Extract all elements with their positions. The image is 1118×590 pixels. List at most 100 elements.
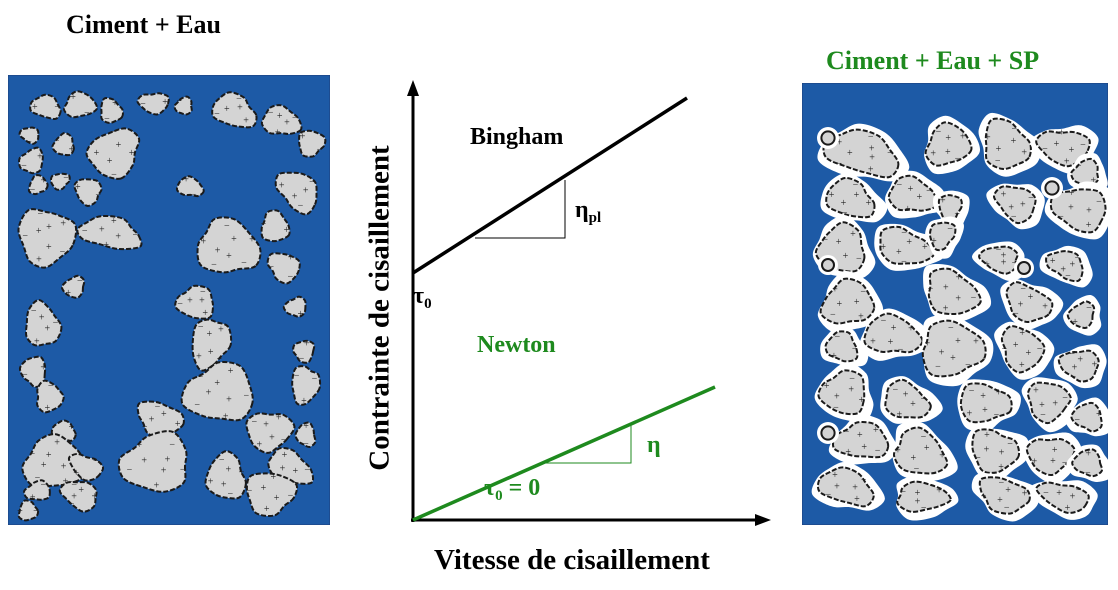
- positive-charge-mark: +: [301, 396, 307, 407]
- positive-charge-mark: +: [895, 446, 901, 457]
- negative-charge-mark: −: [22, 369, 28, 380]
- positive-charge-mark: +: [275, 128, 281, 139]
- positive-charge-mark: +: [903, 390, 909, 401]
- positive-charge-mark: +: [282, 450, 288, 461]
- cement-particle: [924, 121, 973, 167]
- positive-charge-mark: +: [1042, 302, 1048, 313]
- bingham-plastic-viscosity-label: ηpl: [575, 197, 601, 227]
- positive-charge-mark: +: [841, 198, 847, 209]
- positive-charge-mark: +: [226, 395, 232, 406]
- negative-charge-mark: −: [1096, 197, 1102, 208]
- positive-charge-mark: +: [1001, 190, 1007, 201]
- negative-charge-mark: −: [948, 323, 954, 334]
- negative-charge-mark: −: [26, 136, 32, 147]
- cement-particle: [884, 378, 932, 419]
- positive-charge-mark: +: [112, 98, 118, 109]
- positive-charge-mark: +: [69, 422, 75, 433]
- negative-charge-mark: −: [169, 440, 175, 451]
- positive-charge-mark: +: [943, 303, 949, 314]
- negative-charge-mark: −: [896, 180, 902, 191]
- cement-particle: [27, 174, 49, 196]
- positive-charge-mark: +: [264, 504, 270, 515]
- negative-charge-mark: −: [995, 156, 1001, 167]
- positive-charge-mark: +: [54, 437, 60, 448]
- positive-charge-mark: +: [850, 229, 856, 240]
- positive-charge-mark: +: [1031, 456, 1037, 467]
- negative-charge-mark: −: [77, 276, 83, 287]
- cement-particle: [21, 433, 87, 489]
- negative-charge-mark: −: [194, 400, 200, 411]
- negative-charge-mark: −: [1069, 349, 1075, 360]
- positive-charge-mark: +: [984, 445, 990, 456]
- negative-charge-mark: −: [833, 403, 839, 414]
- negative-charge-mark: −: [53, 318, 59, 329]
- cement-particle: [1035, 481, 1090, 514]
- positive-charge-mark: +: [973, 337, 979, 348]
- negative-charge-mark: −: [132, 230, 138, 241]
- bingham-label: Bingham: [470, 124, 564, 150]
- negative-charge-mark: −: [1028, 193, 1034, 204]
- cement-particle: [76, 214, 143, 251]
- cement-particle: [817, 369, 866, 416]
- negative-charge-mark: −: [261, 219, 267, 230]
- negative-charge-mark: −: [93, 456, 99, 467]
- y-axis-label: Contrainte de cisaillement: [363, 145, 396, 471]
- positive-charge-mark: +: [960, 131, 966, 142]
- positive-charge-mark: +: [1058, 128, 1064, 139]
- cement-particle: [820, 130, 836, 146]
- positive-charge-mark: +: [854, 494, 860, 505]
- negative-charge-mark: −: [33, 506, 39, 517]
- positive-charge-mark: +: [187, 295, 193, 306]
- negative-charge-mark: −: [887, 148, 893, 159]
- positive-charge-mark: +: [71, 492, 77, 503]
- negative-charge-mark: −: [227, 489, 233, 500]
- cement-particle: [292, 339, 316, 364]
- positive-charge-mark: +: [880, 242, 886, 253]
- left-panel-title: Ciment + Eau: [66, 10, 221, 39]
- positive-charge-mark: +: [859, 395, 865, 406]
- positive-charge-mark: +: [832, 470, 838, 481]
- positive-charge-mark: +: [44, 324, 50, 335]
- positive-charge-mark: +: [1069, 145, 1075, 156]
- negative-charge-mark: −: [1043, 488, 1049, 499]
- negative-charge-mark: −: [37, 209, 43, 220]
- cement-particle: [191, 318, 233, 372]
- cement-particle: [1000, 325, 1046, 374]
- tau-symbol: τ: [484, 475, 496, 501]
- negative-charge-mark: −: [1048, 436, 1054, 447]
- positive-charge-mark: +: [906, 237, 912, 248]
- positive-charge-mark: +: [868, 165, 874, 176]
- cement-particle: [63, 90, 99, 119]
- negative-charge-mark: −: [1040, 410, 1046, 421]
- negative-charge-mark: −: [861, 474, 867, 485]
- negative-charge-mark: −: [1085, 468, 1091, 479]
- positive-charge-mark: +: [228, 366, 234, 377]
- positive-charge-mark: +: [161, 409, 167, 420]
- positive-charge-mark: +: [910, 399, 916, 410]
- negative-charge-mark: −: [971, 293, 977, 304]
- positive-charge-mark: +: [945, 147, 951, 158]
- negative-charge-mark: −: [954, 208, 960, 219]
- cement-particle: [174, 284, 215, 320]
- positive-charge-mark: +: [1072, 317, 1078, 328]
- positive-charge-mark: +: [61, 462, 67, 473]
- positive-charge-mark: +: [46, 222, 52, 233]
- negative-charge-mark: −: [834, 332, 840, 343]
- negative-charge-mark: −: [177, 299, 183, 310]
- negative-charge-mark: −: [1070, 371, 1076, 382]
- positive-charge-mark: +: [1050, 456, 1056, 467]
- cement-particle: [892, 426, 949, 475]
- positive-charge-mark: +: [1021, 147, 1027, 158]
- positive-charge-mark: +: [888, 337, 894, 348]
- cement-particle: [18, 126, 40, 145]
- positive-charge-mark: +: [39, 312, 45, 323]
- negative-charge-mark: −: [853, 180, 859, 191]
- negative-charge-mark: −: [224, 221, 230, 232]
- negative-charge-mark: −: [197, 372, 203, 383]
- negative-charge-mark: −: [111, 170, 117, 181]
- cement-particle: [896, 480, 952, 513]
- negative-charge-mark: −: [860, 287, 866, 298]
- negative-charge-mark: −: [994, 410, 1000, 421]
- negative-charge-mark: −: [1074, 415, 1080, 426]
- negative-charge-mark: −: [60, 247, 66, 258]
